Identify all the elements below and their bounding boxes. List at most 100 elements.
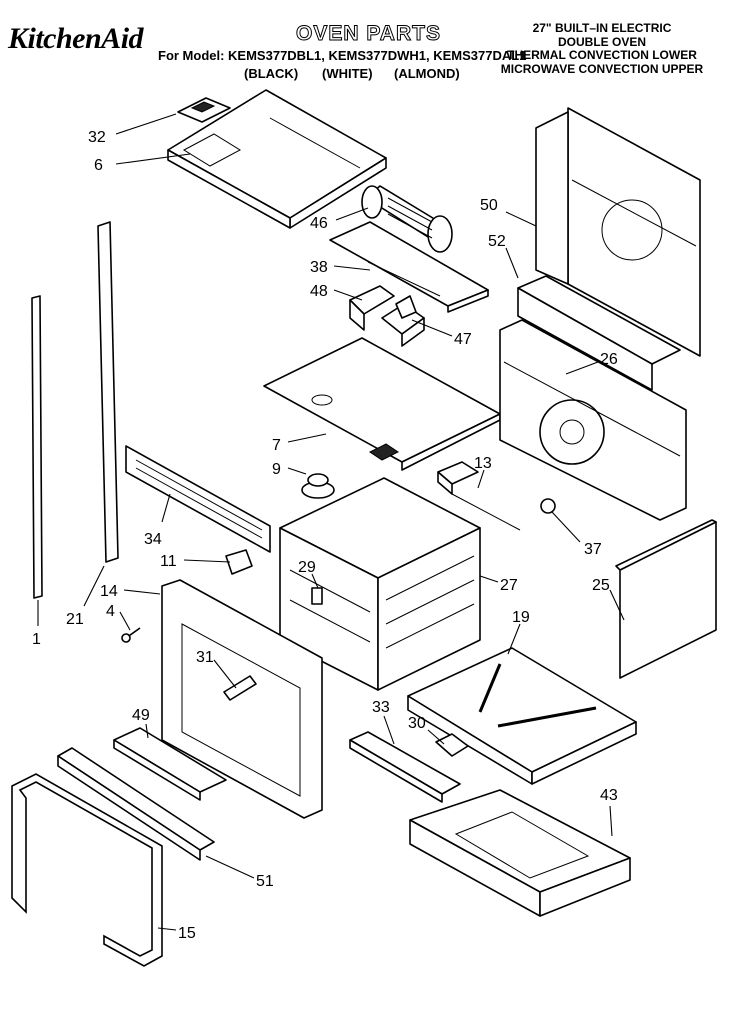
part-26-rear-cover[interactable] <box>499 319 687 521</box>
part-49-door-trim[interactable] <box>113 727 227 801</box>
page-title: OVEN PARTS <box>296 22 441 46</box>
part-52-insulation[interactable] <box>517 275 681 391</box>
callout-19: 19 <box>507 609 530 655</box>
callout-label: 19 <box>512 609 530 626</box>
product-description: 27" BUILT–IN ELECTRIC DOUBLE OVEN THERMA… <box>482 21 722 76</box>
part-48-duct[interactable] <box>349 285 395 331</box>
model-numbers: For Model: KEMS377DBL1, KEMS377DWH1, KEM… <box>158 48 527 63</box>
callout-label: 38 <box>310 259 328 276</box>
callout-33: 33 <box>372 699 395 745</box>
callout-label: 43 <box>600 787 618 804</box>
part-4-screw[interactable] <box>121 627 141 643</box>
callout-48: 48 <box>310 283 363 301</box>
callout-label: 11 <box>160 553 177 570</box>
callout-7: 7 <box>272 433 327 454</box>
callout-label: 34 <box>144 531 162 548</box>
callout-15: 15 <box>157 925 196 942</box>
part-32-switch-plate[interactable] <box>177 97 231 123</box>
callout-label: 13 <box>474 455 492 472</box>
callout-14: 14 <box>100 583 161 600</box>
callout-label: 31 <box>196 649 214 666</box>
callout-34: 34 <box>144 493 171 548</box>
description-line: DOUBLE OVEN <box>557 34 646 49</box>
part-30-bracket[interactable] <box>435 733 469 757</box>
part-15-door-gasket[interactable] <box>11 773 163 967</box>
part-19-bottom-tray[interactable] <box>407 647 637 785</box>
callout-25: 25 <box>592 577 625 621</box>
part-6-top-panel[interactable] <box>167 89 387 229</box>
callout-label: 37 <box>584 541 602 558</box>
callout-29: 29 <box>298 559 319 589</box>
part-50-rear-panel[interactable] <box>535 107 701 357</box>
callout-4: 4 <box>106 603 131 631</box>
callout-label: 9 <box>272 461 281 478</box>
part-31-latch[interactable] <box>223 675 257 701</box>
callout-label: 30 <box>408 715 426 732</box>
callout-label: 47 <box>454 331 472 348</box>
description-line: 27" BUILT–IN ELECTRIC <box>532 21 672 35</box>
part-46-blower-motor[interactable] <box>361 185 453 253</box>
callout-label: 21 <box>66 611 84 628</box>
callout-6: 6 <box>94 153 191 174</box>
callout-label: 6 <box>94 157 103 174</box>
callout-13: 13 <box>474 455 492 489</box>
callout-label: 33 <box>372 699 390 716</box>
callout-31: 31 <box>196 649 237 689</box>
callout-label: 52 <box>488 233 506 250</box>
callout-49: 49 <box>132 707 150 739</box>
part-47-duct[interactable] <box>381 295 425 347</box>
part-14-door-frame[interactable] <box>161 579 323 819</box>
callout-label: 32 <box>88 129 106 146</box>
part-33-rail[interactable] <box>349 731 461 803</box>
callout-label: 29 <box>298 559 316 576</box>
part-9-fan-blade[interactable] <box>301 473 335 499</box>
color-label-black: (BLACK) <box>244 66 299 81</box>
part-43-bottom-pan[interactable] <box>409 789 631 917</box>
callout-51: 51 <box>205 855 274 890</box>
part-34-vent-grille[interactable] <box>125 445 271 553</box>
callout-26: 26 <box>565 351 618 375</box>
part-37-clip[interactable] <box>540 498 556 514</box>
description-line: THERMAL CONVECTION LOWER <box>507 48 697 62</box>
part-11-door-switch[interactable] <box>225 549 253 575</box>
callout-label: 25 <box>592 577 610 594</box>
callout-21: 21 <box>66 565 105 628</box>
callout-38: 38 <box>310 259 371 276</box>
callout-label: 15 <box>178 925 196 942</box>
color-label-white: (WHITE) <box>322 66 373 81</box>
callout-47: 47 <box>411 319 472 348</box>
callout-label: 26 <box>600 351 618 368</box>
part-7-heat-shield[interactable] <box>263 337 501 471</box>
callout-label: 1 <box>32 631 41 648</box>
callout-label: 27 <box>500 577 518 594</box>
callout-46: 46 <box>310 207 369 232</box>
callout-label: 4 <box>106 603 115 620</box>
callout-43: 43 <box>600 787 618 837</box>
callout-27: 27 <box>479 575 518 594</box>
callout-32: 32 <box>88 113 177 146</box>
callout-37: 37 <box>551 511 602 558</box>
brand-logo: KitchenAid <box>8 22 144 55</box>
callout-30: 30 <box>408 715 445 745</box>
part-1-trim-strip[interactable] <box>31 295 43 599</box>
part-13-thermostat[interactable] <box>437 461 521 531</box>
callout-label: 51 <box>256 873 274 890</box>
callout-11: 11 <box>160 553 231 570</box>
part-25-side-panel[interactable] <box>615 519 717 679</box>
part-38-bracket[interactable] <box>329 221 489 313</box>
callout-52: 52 <box>488 233 519 279</box>
part-21-side-trim[interactable] <box>97 221 119 563</box>
part-29-light-socket[interactable] <box>311 587 323 605</box>
callout-label: 7 <box>272 437 281 454</box>
callout-label: 49 <box>132 707 150 724</box>
callout-label: 14 <box>100 583 118 600</box>
description-line: MICROWAVE CONVECTION UPPER <box>500 61 704 76</box>
callout-9: 9 <box>272 461 307 478</box>
callout-50: 50 <box>480 197 537 227</box>
callout-label: 50 <box>480 197 498 214</box>
callout-label: 48 <box>310 283 328 300</box>
callout-label: 46 <box>310 215 328 232</box>
color-label-almond: (ALMOND) <box>394 66 460 81</box>
part-51-handle[interactable] <box>57 747 215 861</box>
